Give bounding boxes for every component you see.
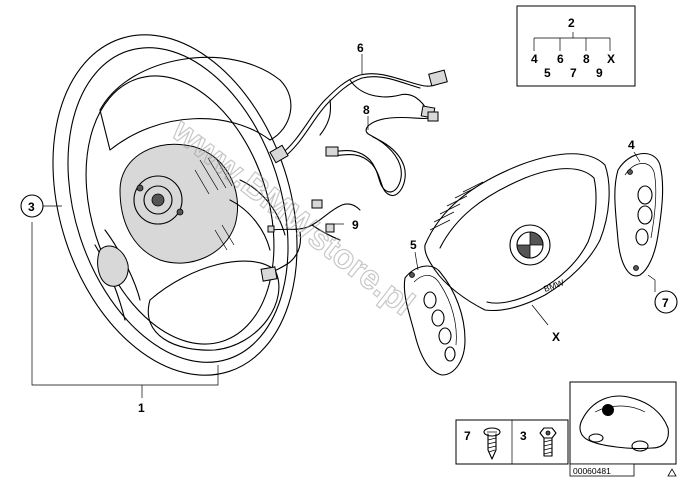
steering-wheel[interactable]: [12, 3, 339, 407]
switch-left-5[interactable]: [403, 265, 466, 376]
callout-1: 1: [138, 401, 145, 415]
fastener-box: 7 3: [455, 419, 569, 465]
wiring-harness-9[interactable]: [260, 199, 361, 282]
legend-r1-1: 6: [557, 52, 564, 66]
callout-6: 6: [357, 41, 364, 55]
callout-3-circle: [20, 194, 44, 218]
diagram-number: 00060481: [573, 466, 611, 476]
corner-triangle-icon: [667, 468, 677, 477]
callout-5: 5: [410, 238, 417, 252]
callout-3: 3: [28, 200, 35, 214]
wiring-harness-6[interactable]: [269, 69, 448, 164]
callout-8: 8: [363, 103, 370, 117]
callout-7-circle: [654, 290, 678, 314]
callouts: 1 3 6 8 9 4 5 7 X: [20, 41, 678, 415]
legend-r2-1: 7: [570, 66, 577, 80]
callout-4: 4: [628, 138, 635, 152]
fastener-b-label: 3: [520, 429, 527, 443]
callout-7: 7: [662, 296, 669, 310]
wiring-harness-8[interactable]: [325, 111, 439, 197]
legend-r1-0: 4: [531, 52, 538, 66]
callout-9: 9: [352, 218, 359, 232]
legend-top: 2: [568, 16, 575, 30]
legend-r2-2: 9: [596, 66, 603, 80]
legend-r2-0: 5: [544, 66, 551, 80]
legend-r1-3: X: [607, 52, 615, 66]
airbag-logo: BMW: [542, 277, 565, 294]
legend-r1-2: 8: [583, 52, 590, 66]
fastener-a-label: 7: [464, 429, 471, 443]
legend-box: 2 4 6 8 X 5 7 9: [516, 5, 636, 87]
location-dot: [602, 404, 614, 416]
screw-icon: [483, 427, 501, 460]
callout-X: X: [552, 330, 560, 344]
switch-right-4[interactable]: [614, 152, 664, 277]
airbag-module[interactable]: BMW: [424, 153, 610, 312]
car-locator-thumbnail: [569, 381, 677, 465]
bolt-icon: [539, 427, 557, 457]
leader-lines: [31, 54, 656, 398]
